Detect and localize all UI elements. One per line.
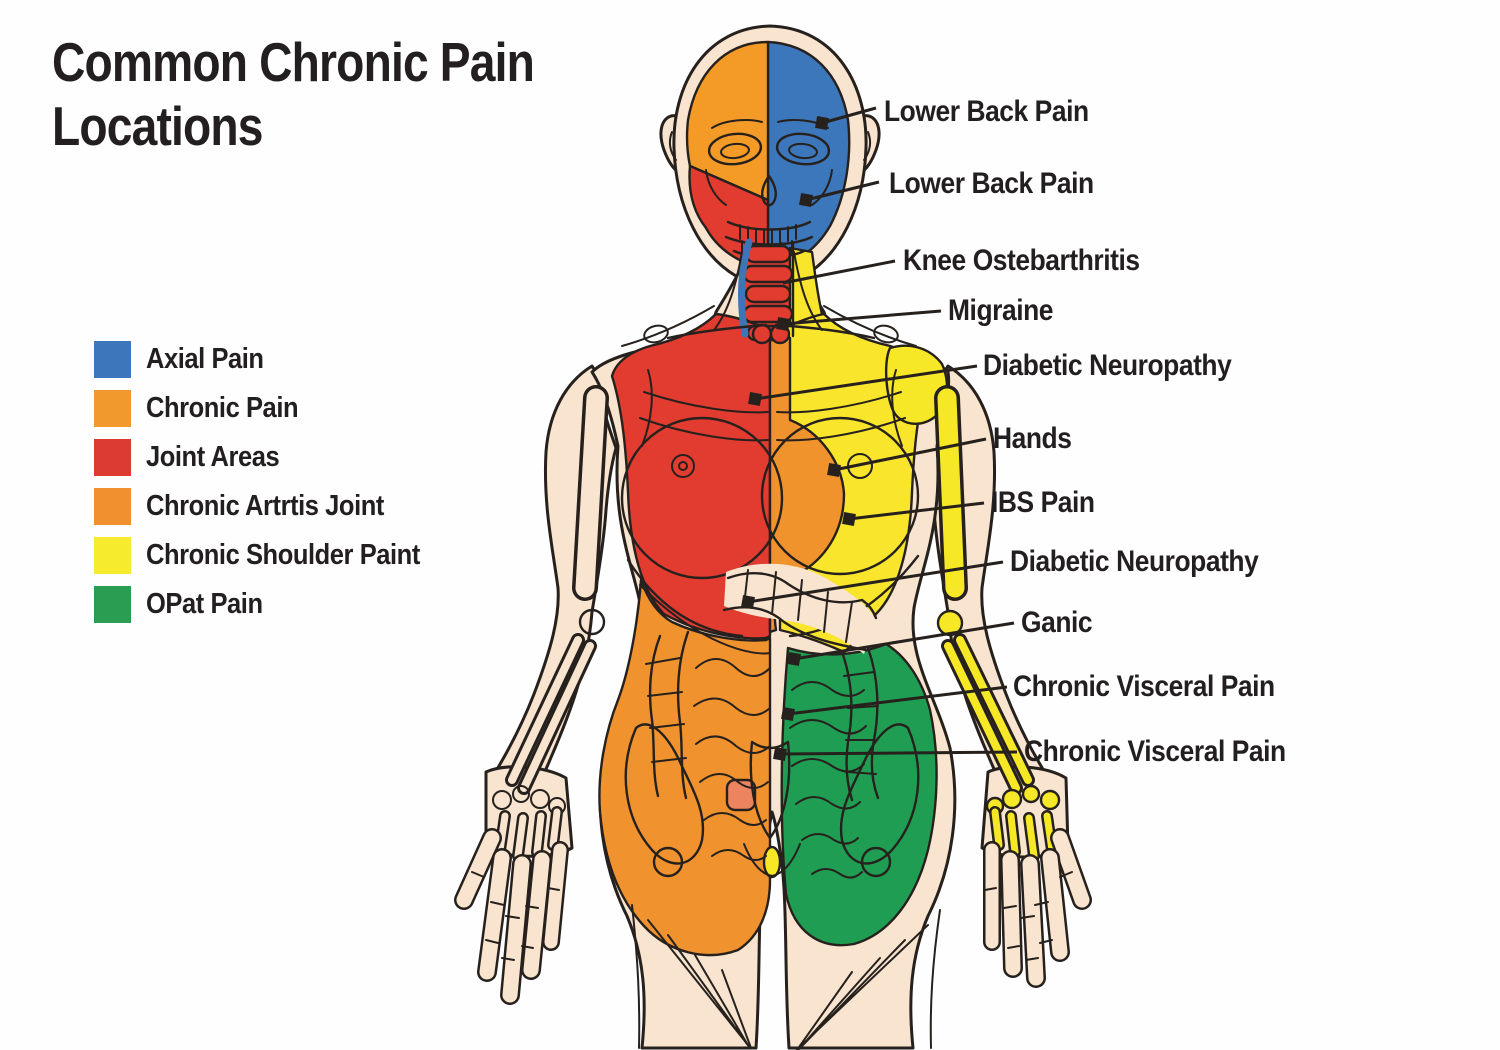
callout-hands: Hands — [993, 422, 1072, 455]
legend-label: Chronic Shoulder Paint — [146, 539, 420, 571]
legend-swatch — [94, 390, 131, 427]
legend-item-joint-areas: Joint Areas — [94, 439, 297, 476]
left-radius — [508, 636, 582, 784]
callout-leaders — [741, 106, 1018, 761]
right-humerus — [937, 388, 965, 598]
legend-item-chronic-shoulder-paint: Chronic Shoulder Paint — [94, 537, 457, 574]
legend-swatch — [94, 439, 131, 476]
legend-item-chronic-artrtis-joint: Chronic Artrtis Joint — [94, 488, 416, 525]
legend-item-axial-pain: Axial Pain — [94, 341, 280, 378]
thyroid-left — [751, 323, 773, 345]
right-ilium — [839, 723, 920, 865]
callout-diabetic-neuropathy-2: Diabetic Neuropathy — [1010, 545, 1259, 578]
leader-line-8 — [747, 560, 1004, 604]
liver-edge — [639, 584, 771, 655]
leader-line-3 — [782, 259, 896, 285]
cervical-spine — [738, 238, 795, 345]
legend-label: OPat Pain — [146, 588, 263, 620]
colon-top-edge — [726, 572, 878, 620]
leader-markers — [741, 116, 856, 761]
callout-chronic-visceral-pain-1: Chronic Visceral Pain — [1013, 670, 1275, 703]
legend-item-opat-pain: OPat Pain — [94, 586, 279, 623]
callout-lower-back-pain-2: Lower Back Pain — [889, 167, 1094, 200]
leader-line-4 — [782, 309, 942, 326]
right-elbow-joint — [936, 609, 964, 637]
callout-chronic-visceral-pain-2: Chronic Visceral Pain — [1024, 735, 1286, 768]
right-eye-socket — [775, 132, 831, 166]
legend-swatch — [94, 488, 131, 525]
sacrum — [749, 740, 791, 840]
descending-colon-ticks — [843, 671, 879, 775]
legend-label: Chronic Pain — [146, 392, 299, 424]
neck-vessel — [738, 238, 753, 338]
callout-diabetic-neuropathy-1: Diabetic Neuropathy — [983, 349, 1232, 382]
left-ulna — [520, 642, 594, 792]
left-hip-joint — [652, 846, 684, 878]
callout-ibs-pain: IBS Pain — [991, 486, 1095, 519]
leader-line-9 — [793, 621, 1015, 661]
ascending-colon — [648, 630, 690, 800]
small-intestine-left — [693, 658, 771, 861]
leader-line-2 — [805, 180, 880, 202]
left-breast-circle — [620, 416, 784, 580]
right-leg-muscles — [796, 909, 941, 1050]
legend-label: Axial Pain — [146, 343, 264, 375]
leader-line-1 — [821, 106, 877, 125]
small-intestine-right — [789, 681, 867, 879]
leader-line-5 — [754, 364, 978, 401]
right-ulna — [944, 642, 1020, 792]
rib-arcs — [639, 391, 906, 442]
left-eye-socket — [707, 132, 763, 166]
legend-label: Joint Areas — [146, 441, 280, 473]
legend-swatch — [94, 586, 131, 623]
legend-swatch — [94, 341, 131, 378]
legend-label: Chronic Artrtis Joint — [146, 490, 384, 522]
right-radius — [956, 636, 1032, 784]
callout-lower-back-pain-1: Lower Back Pain — [884, 95, 1089, 128]
colon-haustra-ticks — [743, 569, 853, 643]
leader-line-11 — [779, 750, 1018, 756]
right-hip-joint — [860, 846, 892, 878]
ascending-colon-ticks — [645, 657, 687, 763]
nasal-aperture — [761, 174, 777, 207]
title-line-1: Common Chronic Pain — [52, 31, 535, 93]
leader-line-6 — [833, 437, 987, 472]
left-leg-muscles — [631, 904, 752, 1049]
legend-item-chronic-pain: Chronic Pain — [94, 390, 319, 427]
page-title: Common Chronic Pain Locations — [52, 30, 535, 158]
deltoid-lines — [641, 369, 903, 447]
callout-migraine: Migraine — [948, 294, 1054, 327]
leader-line-7 — [848, 501, 985, 521]
right-breast-circle — [760, 416, 920, 576]
pubic-arcs — [743, 843, 801, 877]
skeletal-details — [454, 385, 1092, 1005]
left-ilium — [624, 723, 705, 865]
callout-ganic: Ganic — [1021, 606, 1093, 639]
cheek-lines — [705, 169, 833, 206]
left-hand-bones — [454, 785, 569, 1005]
title-line-2: Locations — [52, 95, 263, 157]
left-elbow-joint — [578, 608, 606, 636]
legend-swatch — [94, 537, 131, 574]
anatomy-linework — [620, 119, 941, 1050]
leader-line-10 — [787, 685, 1008, 716]
right-hand-bones — [983, 784, 1092, 988]
neck-muscle-lines — [713, 251, 823, 331]
callout-knee-ostebarthritis: Knee Ostebarthritis — [903, 244, 1140, 277]
trapezius-lines — [621, 305, 917, 347]
coccyx-shape — [762, 845, 782, 879]
inner-ear-lines — [668, 131, 872, 161]
left-humerus — [575, 388, 606, 598]
left-nipple-circle — [671, 454, 695, 478]
